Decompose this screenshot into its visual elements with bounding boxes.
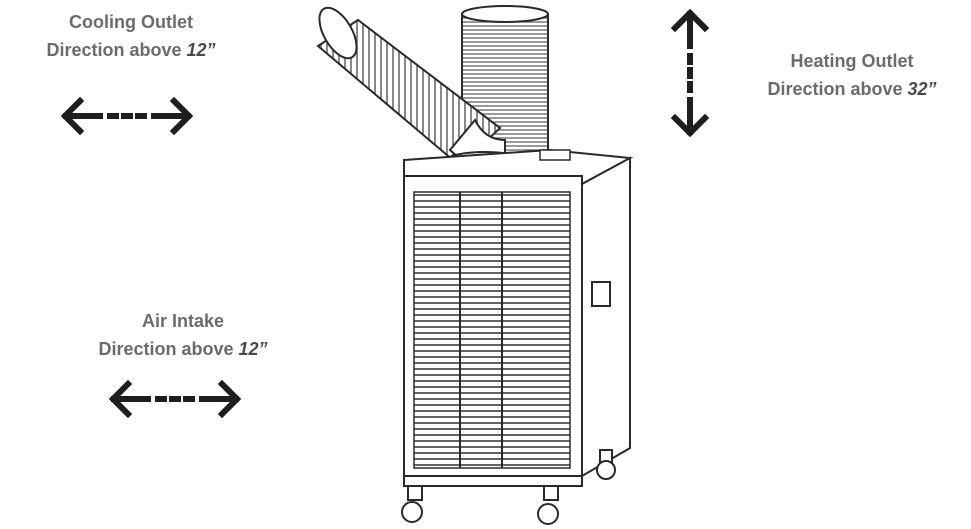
heating-outlet-title: Heating Outlet [790,51,914,71]
cooling-outlet-direction: Direction above 12” [6,36,256,64]
air-intake-direction: Direction above 12” [58,335,308,363]
front-grille [413,191,571,469]
cooling-outlet-distance: 12” [186,40,216,60]
heating-outlet-label: Heating Outlet Direction above 32” [728,47,971,103]
control-panel [539,149,571,161]
vertical-dashed-double-arrow-icon [670,8,710,138]
air-intake-title: Air Intake [141,311,225,331]
portable-spot-cooler-illustration [316,5,634,525]
air-intake-label: Air Intake Direction above 12” [58,307,308,363]
air-intake-direction-text: Direction above [98,339,234,359]
air-intake-distance: 12” [238,339,268,359]
horizontal-dashed-double-arrow-icon [60,96,194,136]
cooling-outlet-label: Cooling Outlet Direction above 12” [6,8,256,64]
heating-outlet-distance: 32” [907,79,937,99]
cooling-outlet-title: Cooling Outlet [69,12,193,32]
cabinet-base [403,475,583,487]
horizontal-dashed-double-arrow-icon [108,379,242,419]
heating-outlet-direction: Direction above 32” [728,75,971,103]
heating-outlet-direction-text: Direction above [767,79,903,99]
cabinet-side [581,156,631,478]
cooling-outlet-direction-text: Direction above [46,40,182,60]
caster-wheels [401,449,616,525]
side-handle [591,281,611,307]
